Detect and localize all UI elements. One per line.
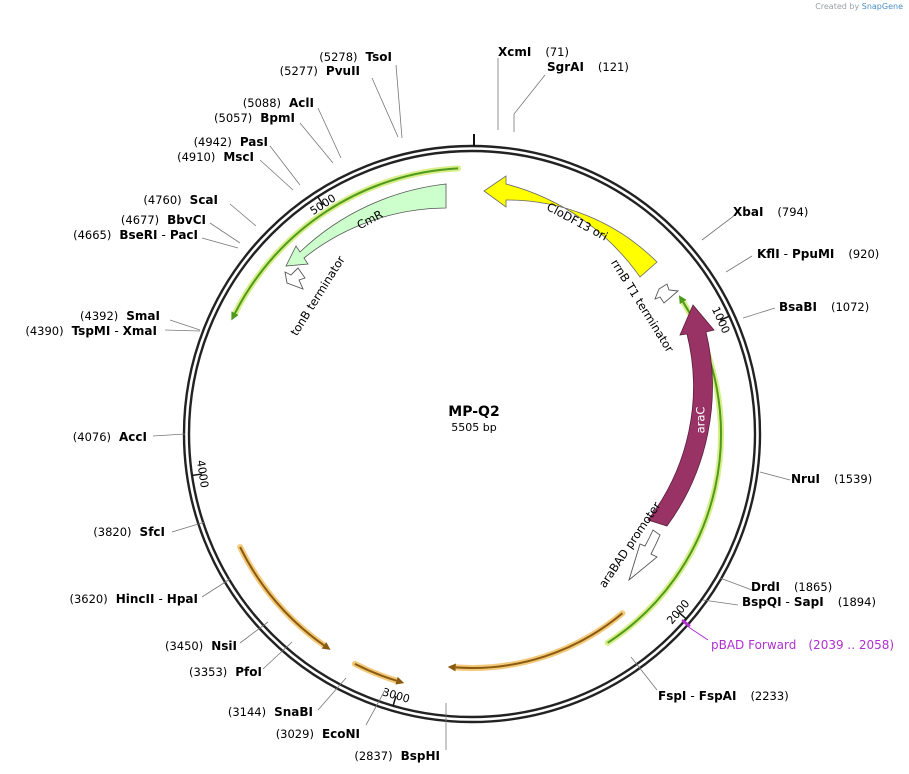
- orf-green-top[interactable]: [231, 165, 462, 321]
- svg-text:pBAD Forward(2039 .. 2058): pBAD Forward (2039 .. 2058): [711, 638, 894, 652]
- orf-green-top-head: [231, 311, 239, 321]
- orf-orange-bottom-line: [455, 612, 624, 669]
- enzyme-econi[interactable]: (3029)EcoNI: [276, 727, 360, 741]
- backbone-outer-ring: [182, 144, 762, 724]
- enzyme-bsphi[interactable]: (2837)BspHI: [354, 749, 440, 763]
- tick-4000: [191, 473, 203, 477]
- enzyme-bbvci[interactable]: (4677)BbvCI: [121, 213, 206, 227]
- orf-orange-bottom-2-line: [354, 662, 397, 682]
- enzyme-acci[interactable]: (4076)AccI: [73, 430, 147, 444]
- enzyme-fspi[interactable]: FspI-FspAI(2233): [658, 689, 789, 703]
- feature-araBAD-promoter[interactable]: [628, 529, 661, 582]
- orf-orange-bottom-2[interactable]: [351, 660, 405, 685]
- orf-orange-left-glow: [237, 544, 328, 649]
- enzyme-sfci[interactable]: (3820)SfcI: [93, 525, 165, 539]
- tick-label-2000: 2000: [664, 597, 692, 627]
- tick-label-4000: 4000: [194, 459, 211, 489]
- label-tonB-terminator: tonB terminator: [287, 253, 348, 338]
- plasmid-length: 5505 bp: [451, 421, 496, 434]
- primer-range: (2039 .. 2058): [808, 638, 894, 652]
- orf-orange-left-head: [321, 642, 331, 650]
- enzyme-xbai[interactable]: XbaI(794): [733, 205, 808, 219]
- enzyme-pasi[interactable]: (4942)PasI: [194, 135, 268, 149]
- enzyme-nrui[interactable]: NruI(1539): [791, 472, 872, 486]
- tick-1000: [719, 315, 730, 322]
- enzyme-bseri[interactable]: (4665)BseRI-PacI: [73, 228, 198, 242]
- primer-pbad-forward[interactable]: pBAD Forward (2039 .. 2058): [681, 619, 894, 652]
- tick-3000: [392, 695, 397, 706]
- orf-green-right-head: [678, 295, 687, 305]
- orf-orange-bottom-head: [447, 663, 456, 672]
- enzyme-pfoi[interactable]: (3353)PfoI: [189, 665, 262, 679]
- tick-label-1000: 1000: [709, 305, 732, 336]
- credit-prefix: Created by: [815, 2, 860, 11]
- feature-araC[interactable]: [647, 304, 715, 527]
- feature-tonB-terminator[interactable]: [284, 267, 306, 290]
- primer-label: pBAD Forward: [711, 638, 796, 652]
- enzyme-drdi[interactable]: DrdI(1865): [751, 580, 832, 594]
- snapgene-credit: Created by SnapGene: [815, 2, 903, 11]
- enzyme-acli[interactable]: (5088)AclI: [243, 96, 314, 110]
- enzyme-msci[interactable]: (4910)MscI: [177, 150, 254, 164]
- enzyme-nsii[interactable]: (3450)NsiI: [165, 639, 237, 653]
- enzyme-labels: XcmI(71) SgrAI(121) XbaI(794) KflI-PpuMI…: [25, 45, 879, 763]
- enzyme-hincii[interactable]: (3620)HincII-HpaI: [69, 592, 198, 606]
- feature-cloDF13-ori[interactable]: [483, 175, 658, 278]
- label-araC: araC: [694, 407, 708, 434]
- orf-orange-left[interactable]: [237, 544, 331, 650]
- enzyme-smai[interactable]: (4392)SmaI: [80, 309, 160, 323]
- snapgene-brand: SnapGene: [861, 2, 903, 11]
- feature-rrnB-T1-terminator[interactable]: [654, 283, 680, 304]
- enzyme-tspmi[interactable]: (4390)TspMI-XmaI: [25, 324, 157, 338]
- enzyme-snabi[interactable]: (3144)SnaBI: [228, 705, 313, 719]
- enzyme-leaders: [152, 58, 791, 750]
- enzyme-kfli[interactable]: KflI-PpuMI(920): [757, 247, 879, 261]
- orf-orange-bottom-2-head: [395, 676, 405, 685]
- enzyme-sgrai[interactable]: SgrAI(121): [547, 60, 629, 74]
- enzyme-bpmi[interactable]: (5057)BpmI: [214, 111, 295, 125]
- orf-orange-bottom-glow: [452, 610, 626, 671]
- enzyme-bsabi[interactable]: BsaBI(1072): [779, 300, 869, 314]
- orf-orange-bottom[interactable]: [447, 610, 626, 672]
- tick-2000: [678, 611, 687, 620]
- backbone-inner-ring: [187, 149, 757, 719]
- enzyme-pvuii[interactable]: (5277)PvuII: [280, 64, 360, 78]
- plasmid-name: MP-Q2: [448, 404, 499, 420]
- tick-5000: [317, 196, 324, 206]
- enzyme-scai[interactable]: (4760)ScaI: [143, 193, 218, 207]
- orf-orange-left-line: [239, 546, 325, 647]
- enzyme-tsoi[interactable]: (5278)TsoI: [319, 50, 392, 64]
- orf-green-top-line: [234, 167, 459, 314]
- enzyme-bspqi[interactable]: BspQI-SapI(1894): [742, 595, 876, 609]
- enzyme-xcmi[interactable]: XcmI(71): [498, 45, 569, 59]
- feature-CmR[interactable]: [285, 183, 447, 267]
